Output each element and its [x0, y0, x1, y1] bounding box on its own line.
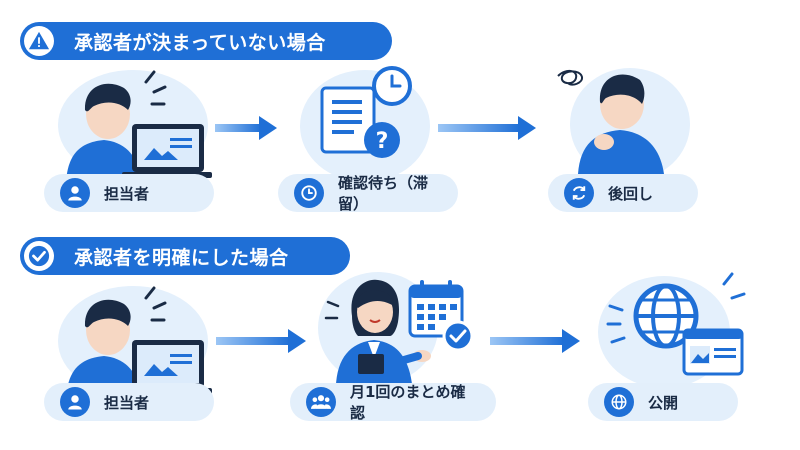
check-icon: [24, 241, 54, 271]
row1-step3-pill: 後回し: [548, 174, 698, 212]
row2-step1-label: 担当者: [104, 393, 150, 412]
row1-step2-pill: 確認待ち（滞留）: [278, 174, 458, 213]
row2-title-banner: 承認者を明確にした場合: [20, 237, 350, 275]
clock-icon: [294, 178, 324, 208]
person-laptop-illustration: [66, 286, 212, 398]
row1-step1-pill: 担当者: [44, 174, 214, 212]
group-icon: [306, 387, 336, 417]
person-icon: [60, 178, 90, 208]
svg-text:?: ?: [376, 129, 389, 154]
row2-title: 承認者を明確にした場合: [74, 246, 289, 269]
publish-globe-illustration: [606, 272, 746, 376]
refresh-icon: [564, 178, 594, 208]
row2-step2-pill: 月1回のまとめ確認: [290, 383, 496, 422]
person-laptop-illustration: [66, 70, 212, 182]
row1-title: 承認者が決まっていない場合: [74, 31, 326, 54]
row1-title-banner: 承認者が決まっていない場合: [20, 22, 392, 60]
row1-step1-label: 担当者: [104, 184, 150, 203]
confused-person-illustration: [557, 70, 664, 174]
row1-step3-label: 後回し: [608, 184, 654, 203]
row2-step1-pill: 担当者: [44, 383, 214, 421]
flow-arrow: [216, 329, 306, 353]
flow-arrow: [438, 116, 536, 140]
warning-icon: [24, 26, 54, 56]
globe-icon: [604, 387, 634, 417]
flow-arrow: [490, 329, 580, 353]
reviewer-calendar-illustration: [324, 279, 474, 384]
row1-step2-label: 確認待ち（滞留）: [338, 174, 429, 213]
row2-step3-label: 公開: [648, 393, 679, 412]
row2-step2-label: 月1回のまとめ確認: [350, 383, 466, 422]
person-icon: [60, 387, 90, 417]
row2-step3-pill: 公開: [588, 383, 738, 421]
document-waiting-illustration: ?: [320, 66, 412, 158]
flow-arrow: [215, 116, 277, 140]
